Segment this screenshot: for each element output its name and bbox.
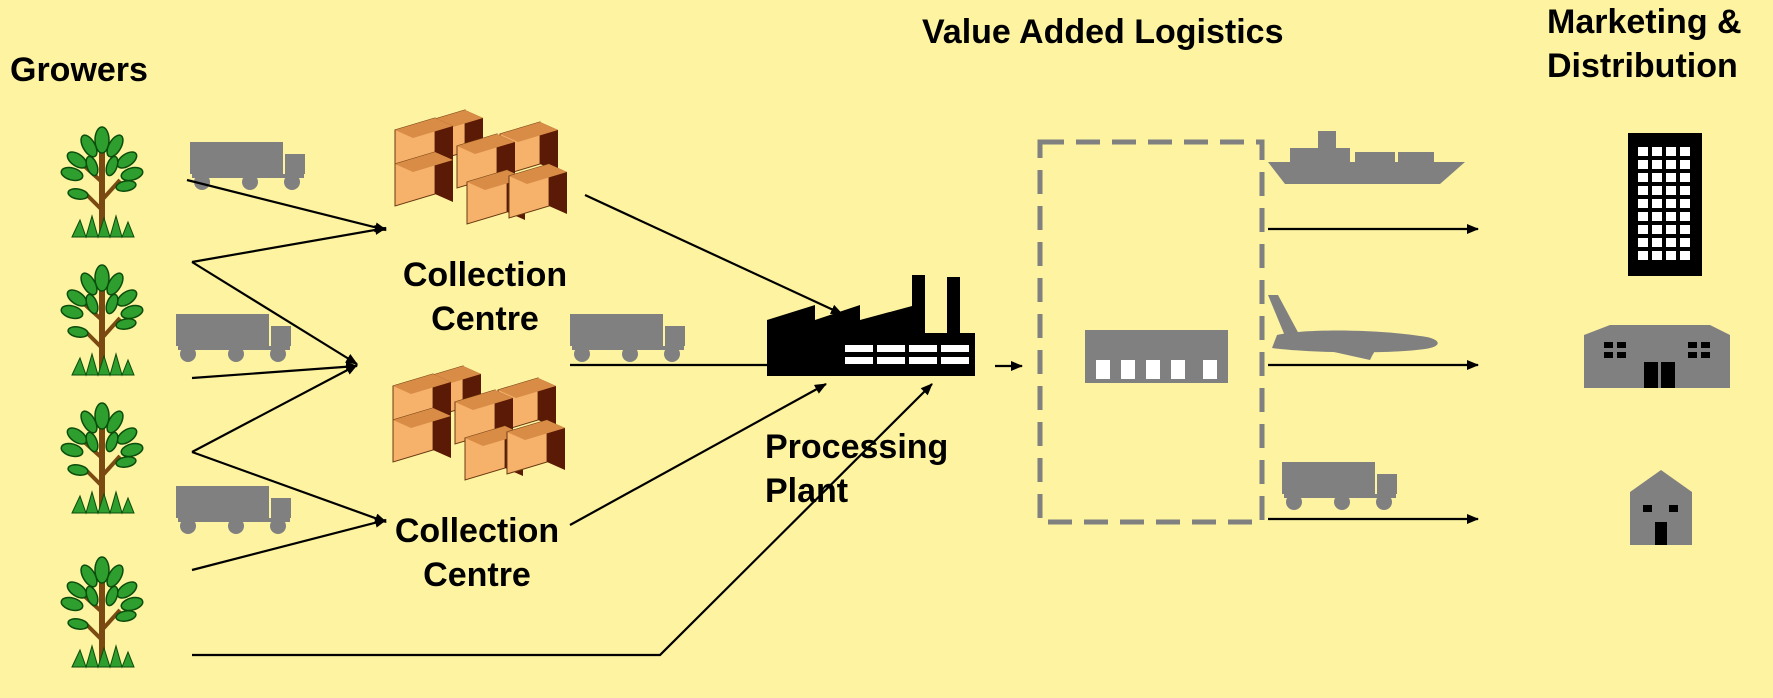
tree-icon bbox=[57, 555, 147, 669]
marketing-heading-line1: Marketing & bbox=[1547, 3, 1742, 41]
house-icon bbox=[1630, 470, 1692, 545]
truck-icon bbox=[176, 314, 291, 362]
processing-plant-line2: Plant bbox=[765, 472, 849, 510]
factory-icon bbox=[767, 275, 975, 376]
marketing-heading-line2: Distribution bbox=[1547, 47, 1738, 85]
office-building-icon bbox=[1628, 133, 1702, 276]
tree-icon bbox=[57, 401, 147, 515]
growers-heading: Growers bbox=[10, 51, 148, 89]
flow-lines bbox=[186, 178, 1479, 657]
boxes-icon bbox=[395, 110, 567, 224]
value-added-logistics-zone bbox=[1037, 139, 1265, 525]
store-icon bbox=[1584, 325, 1730, 388]
truck-icon bbox=[570, 314, 685, 362]
collection-centre-2-line1: Collection bbox=[394, 512, 560, 550]
processing-plant-label: Processing Plant bbox=[765, 425, 948, 513]
collection-centre-2-line2: Centre bbox=[423, 556, 531, 594]
collection-centre-2-label: Collection Centre bbox=[377, 509, 577, 597]
collection-centre-1-line1: Collection bbox=[402, 256, 568, 294]
airplane-icon bbox=[1268, 295, 1438, 360]
warehouse-icon bbox=[1085, 330, 1228, 383]
collection-centre-1-line2: Centre bbox=[431, 300, 539, 338]
collection-centre-1-label: Collection Centre bbox=[385, 253, 585, 341]
truck-icon bbox=[176, 486, 291, 534]
truck-icon bbox=[1282, 462, 1397, 510]
tree-icon bbox=[57, 125, 147, 239]
tree-icon bbox=[57, 263, 147, 377]
truck-icon bbox=[190, 142, 305, 190]
value-added-logistics-heading: Value Added Logistics bbox=[922, 13, 1284, 51]
boxes-icon bbox=[393, 366, 565, 480]
ship-icon bbox=[1268, 131, 1465, 184]
marketing-distribution-heading: Marketing & Distribution bbox=[1547, 0, 1742, 88]
processing-plant-line1: Processing bbox=[765, 428, 949, 466]
